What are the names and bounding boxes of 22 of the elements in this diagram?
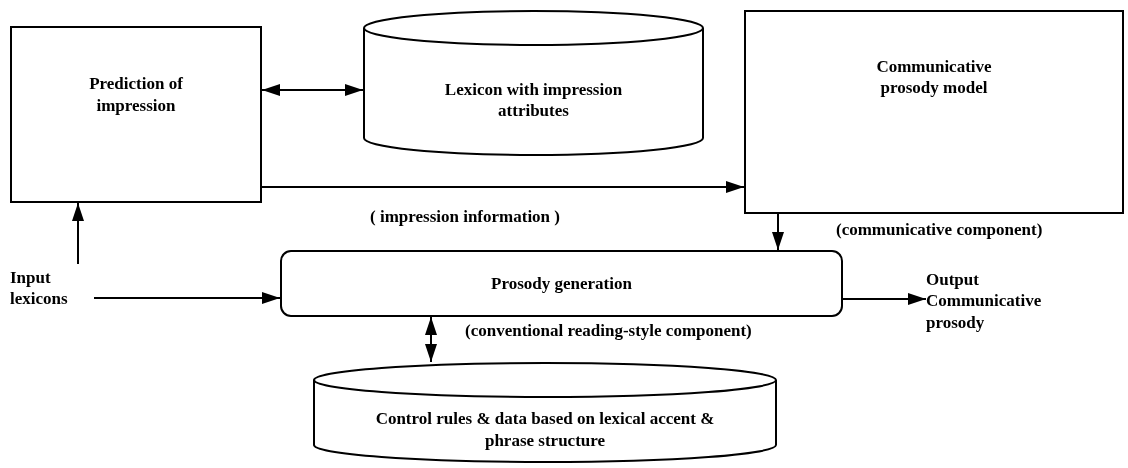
process-box xyxy=(744,10,1124,214)
node-label: Output Communicative prosody xyxy=(926,269,1043,333)
arrow xyxy=(93,292,281,304)
arrow xyxy=(772,213,784,251)
arrow xyxy=(261,84,364,96)
arrow xyxy=(72,202,84,265)
node-label: Communicative prosody model xyxy=(875,55,993,99)
arrow xyxy=(261,181,745,193)
arrow xyxy=(842,293,927,305)
node-label: Lexicon with impression attributes xyxy=(443,78,624,122)
database-cylinder xyxy=(363,10,704,156)
edge-label: ( impression information ) xyxy=(368,207,562,228)
node-label: Prediction of impression xyxy=(88,73,184,116)
process-box xyxy=(10,26,262,203)
node-label: Control rules & data based on lexical accent & phrase structure xyxy=(375,408,715,451)
component-caption: (communicative component) xyxy=(836,220,1043,241)
node-label: Prosody generation xyxy=(491,272,632,295)
component-caption: (conventional reading-style component) xyxy=(465,321,752,342)
arrow xyxy=(425,316,437,363)
database-cylinder xyxy=(313,362,777,463)
process-box xyxy=(280,250,843,317)
node-label: Input lexicons xyxy=(10,266,69,310)
